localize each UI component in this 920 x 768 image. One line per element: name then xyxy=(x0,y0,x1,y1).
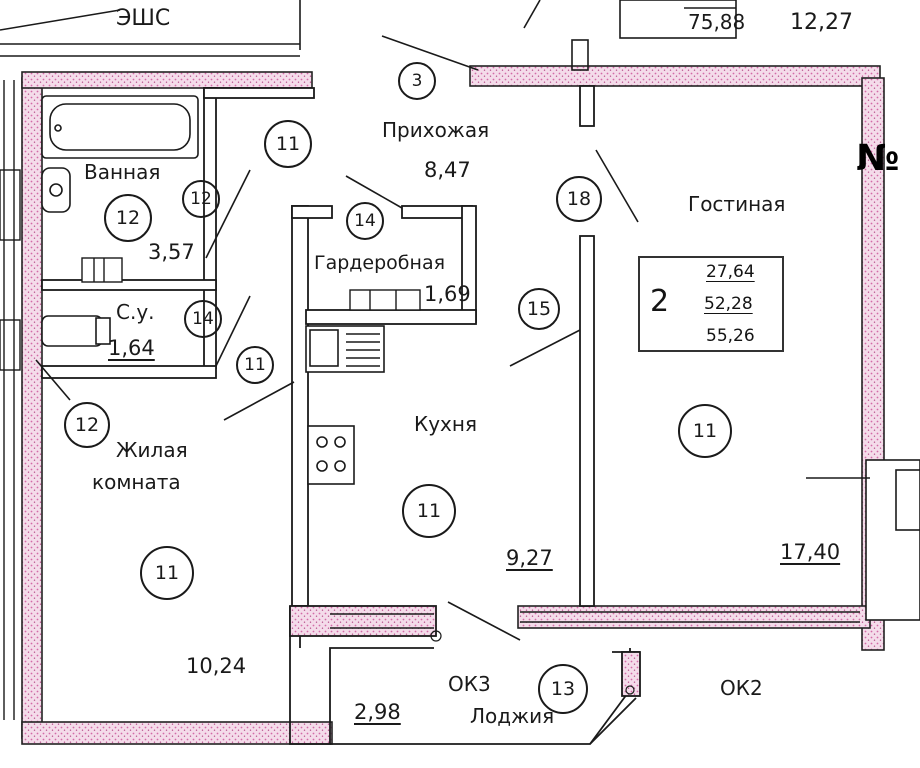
hallway-area: 8,47 xyxy=(424,158,471,182)
apartment-summary-box xyxy=(638,256,784,352)
toilet-code2-circle: 11 xyxy=(236,346,274,384)
left-strip xyxy=(0,80,21,720)
living-name: Гостиная xyxy=(688,192,786,216)
wardrobe-name: Гардеробная xyxy=(314,252,446,274)
living-code-circle: 18 xyxy=(556,176,602,222)
bedroom-code-circle: 12 xyxy=(64,402,110,448)
loggia-name: Лоджия xyxy=(470,704,555,728)
living-finish-circle: 11 xyxy=(678,404,732,458)
door-marks xyxy=(430,630,635,695)
toilet-fixture xyxy=(41,315,111,347)
right-window xyxy=(865,459,920,621)
shaft-label: ЭШС xyxy=(116,6,171,31)
bathroom-code2-circle: 12 xyxy=(182,180,220,218)
window-label-ok3: ОК3 xyxy=(448,672,491,696)
apartment-total-area: 52,28 xyxy=(704,294,753,314)
wardrobe-code-circle: 14 xyxy=(346,202,384,240)
kitchen-stove xyxy=(307,425,355,485)
toilet-name: С.у. xyxy=(116,300,155,324)
apartment-living-area: 27,64 xyxy=(706,262,755,282)
bath-sink xyxy=(41,167,71,213)
bathroom-code-circle: 12 xyxy=(104,194,152,242)
hallway-name: Прихожая xyxy=(382,118,490,142)
bathtub xyxy=(41,95,199,159)
bath-cabinet xyxy=(81,257,123,283)
bathroom-name: Ванная xyxy=(84,160,161,184)
toilet-code-circle: 14 xyxy=(184,300,222,338)
bathroom-area: 3,57 xyxy=(148,240,195,264)
loggia-area: 2,98 xyxy=(354,700,401,724)
partitions xyxy=(41,85,595,607)
apartment-number-mark: № xyxy=(856,138,900,179)
window-label-ok2: ОК2 xyxy=(720,676,763,700)
bedroom-area: 10,24 xyxy=(186,654,247,678)
bedroom-finish-circle: 11 xyxy=(140,546,194,600)
kitchen-area: 9,27 xyxy=(506,546,553,570)
neighbor-area: 12,27 xyxy=(790,10,853,35)
kitchen-code-circle: 15 xyxy=(518,288,560,330)
wardrobe-area: 1,69 xyxy=(424,282,471,306)
wardrobe-shelves xyxy=(349,289,421,311)
bedroom-name-line1: Жилая xyxy=(116,438,188,462)
toilet-area: 1,64 xyxy=(108,336,155,360)
loggia-code-circle: 13 xyxy=(538,664,588,714)
kitchen-name: Кухня xyxy=(414,412,477,436)
living-area: 17,40 xyxy=(780,540,841,564)
kitchen-finish-circle: 11 xyxy=(402,484,456,538)
hallway-finish-circle: 11 xyxy=(264,120,312,168)
kitchen-sink xyxy=(305,325,385,373)
hallway-code-circle: 3 xyxy=(398,62,436,100)
apartment-total-area-loggia: 55,26 xyxy=(706,326,755,346)
bedroom-name-line2: комната xyxy=(92,470,181,494)
apartment-rooms-count: 2 xyxy=(650,284,670,319)
neighbor-area-fraction: 75,88 xyxy=(688,10,746,34)
leader-lines xyxy=(35,149,870,641)
neighbor-lines xyxy=(0,0,737,71)
loggia-outline xyxy=(289,605,641,745)
